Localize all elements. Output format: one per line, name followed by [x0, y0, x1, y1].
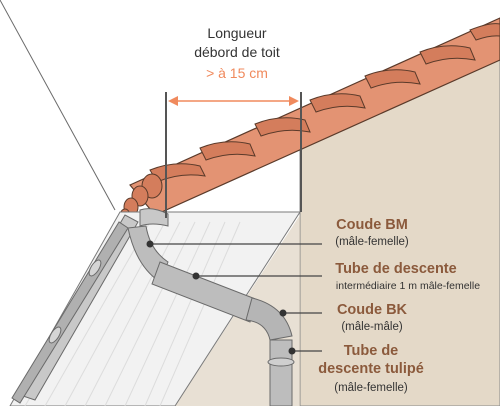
overhang-dimension	[165, 92, 302, 218]
roof-tiles	[119, 17, 500, 224]
point-tube-descente	[192, 272, 200, 280]
dimension-label-line1: Longueur	[207, 25, 267, 41]
leader-lines	[146, 240, 322, 355]
point-coude-bk	[279, 309, 287, 317]
gutter	[11, 214, 139, 404]
dimension-label-line2: débord de toit	[194, 44, 280, 60]
roof-edge-line	[0, 0, 116, 211]
label-coude-bk-title: Coude BK	[337, 302, 408, 318]
label-tube-tulipe-detail: (mâle-femelle)	[334, 382, 408, 394]
dimension-value: > à 15 cm	[206, 65, 268, 81]
downpipe	[127, 208, 295, 407]
point-tube-tulipe	[288, 347, 296, 355]
point-coude-bm	[146, 240, 154, 248]
label-coude-bm-title: Coude BM	[336, 217, 408, 233]
label-coude-bk-detail: (mâle-mâle)	[341, 321, 403, 333]
label-coude-bm-detail: (mâle-femelle)	[335, 236, 409, 248]
label-tube-descente-detail: intermédiaire 1 m mâle-femelle	[336, 280, 480, 292]
label-tube-tulipe-title-line2: descente tulipé	[318, 361, 424, 377]
label-tube-tulipe-title-line1: Tube de	[344, 343, 399, 359]
label-tube-descente-title: Tube de descente	[335, 261, 456, 277]
